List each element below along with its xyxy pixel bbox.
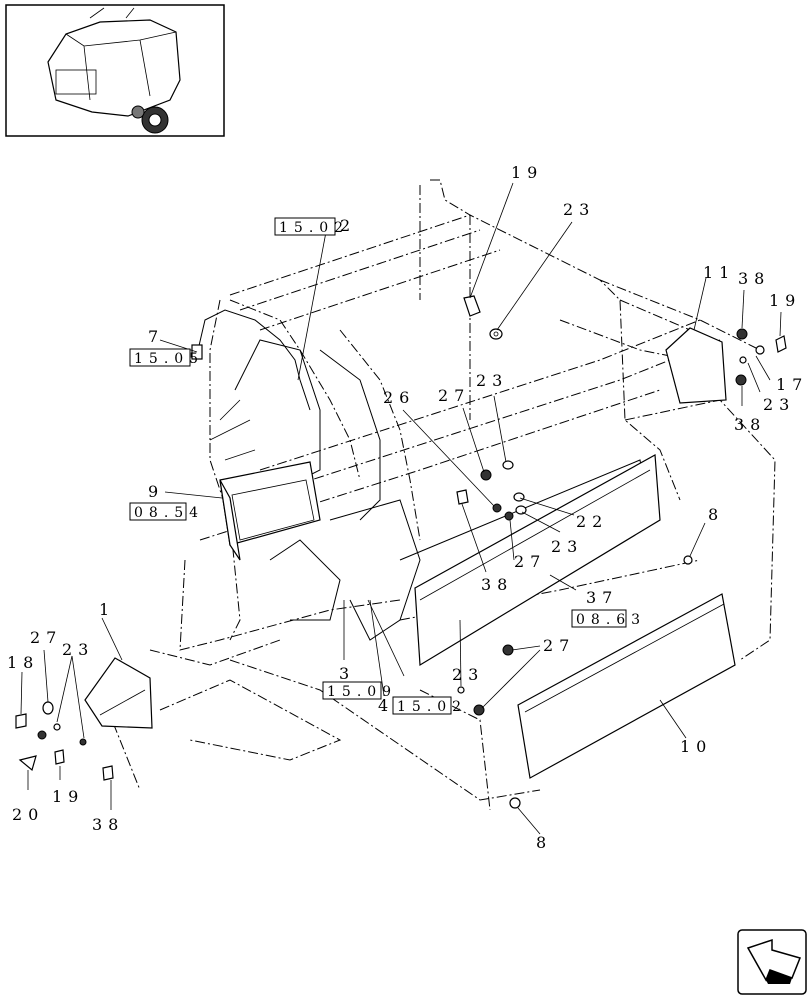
- part-1-bracket: [84, 657, 153, 729]
- washer-27-left: [42, 701, 54, 715]
- callout-23-mid2: 23: [551, 537, 583, 556]
- ref-suffix: 2: [340, 216, 356, 235]
- part-10-shield: [517, 593, 736, 779]
- callout-27-left: 27: [30, 628, 62, 647]
- bolt-18: [15, 713, 27, 729]
- callout-19-right: 19: [769, 291, 801, 310]
- washer-17: [755, 345, 765, 355]
- ref-15-02-top: 15.02: [279, 220, 349, 236]
- washer-23-mid2: [515, 505, 527, 515]
- callout-10: 10: [680, 737, 712, 756]
- ref-08-63: 08.63: [576, 612, 646, 628]
- washer-22: [513, 492, 525, 502]
- fasteners: [15, 295, 787, 809]
- callout-4: 4: [378, 696, 394, 715]
- callout-38-right-low: 38: [734, 415, 766, 434]
- part-37-panel: [414, 454, 661, 667]
- callout-27-mid2: 27: [514, 552, 546, 571]
- callout-18: 18: [7, 653, 39, 672]
- callout-22: 22: [576, 512, 608, 531]
- nut-27-low: [502, 644, 514, 656]
- washer-23-top: [489, 328, 503, 340]
- part-11-bracket: [665, 327, 727, 404]
- callout-23-mid: 23: [476, 371, 508, 390]
- reference-boxes: 15.02 2 15.05 08.54 08.63 15.09 15.02: [129, 216, 646, 715]
- nut-27-mid: [480, 469, 492, 481]
- callout-8-bottom: 8: [536, 833, 552, 852]
- nut-38-right: [736, 328, 748, 340]
- callout-9: 9: [148, 482, 164, 501]
- callout-8-right: 8: [708, 505, 724, 524]
- bolt-19-right: [775, 335, 787, 353]
- callout-17: 17: [776, 375, 808, 394]
- ref-15-02: 15.02: [397, 699, 467, 715]
- callout-38-left: 38: [92, 815, 124, 834]
- callout-23-left: 23: [62, 640, 94, 659]
- callout-labels: 19 23 11 38 19 17 23 38 7 26 27 23 22 23…: [7, 163, 808, 852]
- callout-26: 26: [383, 388, 415, 407]
- callout-1: 1: [99, 600, 115, 619]
- callout-27-mid: 27: [438, 386, 470, 405]
- callout-38-mid: 38: [481, 575, 513, 594]
- callout-23-right: 23: [763, 395, 795, 414]
- washer-23-low: [457, 686, 465, 694]
- part-9-duct: [219, 461, 321, 561]
- callout-37: 37: [586, 588, 618, 607]
- bolt-19-left: [54, 749, 65, 765]
- next-page-arrow-icon[interactable]: [737, 929, 807, 995]
- bolt-19-top: [463, 295, 481, 317]
- callout-7: 7: [148, 327, 164, 346]
- callout-20: 20: [12, 805, 44, 824]
- washer-23-right: [739, 356, 747, 364]
- nut-8-right: [683, 555, 693, 565]
- bolt-38-left: [102, 765, 114, 781]
- nut-27-left: [37, 730, 47, 740]
- ref-15-05: 15.05: [134, 351, 204, 367]
- nut-8-bottom: [509, 797, 521, 809]
- leader-lines: [20, 182, 782, 835]
- callout-27-low: 27: [543, 636, 575, 655]
- ref-08-54: 08.54: [134, 505, 204, 521]
- nut-26: [492, 503, 502, 513]
- callout-19-top: 19: [511, 163, 543, 182]
- nut-27-low2: [473, 704, 485, 716]
- callout-19-left: 19: [52, 787, 84, 806]
- callout-23-top: 23: [563, 200, 595, 219]
- callout-23-low: 23: [452, 665, 484, 684]
- baler-frame-phantom: [99, 179, 776, 811]
- thumbnail-baler-icon: [5, 4, 225, 137]
- nut-27-mid2: [504, 511, 514, 521]
- nut-23-left2: [79, 738, 87, 746]
- washer-23-mid: [502, 460, 514, 470]
- callout-3: 3: [339, 664, 355, 683]
- nut-38-right-low: [735, 374, 747, 386]
- callout-38-right: 38: [738, 269, 770, 288]
- ref-15-09: 15.09: [327, 684, 397, 700]
- washer-23-left: [53, 723, 61, 731]
- callout-11: 11: [703, 263, 735, 282]
- bolt-38-mid: [456, 489, 469, 505]
- bolt-20: [18, 755, 37, 772]
